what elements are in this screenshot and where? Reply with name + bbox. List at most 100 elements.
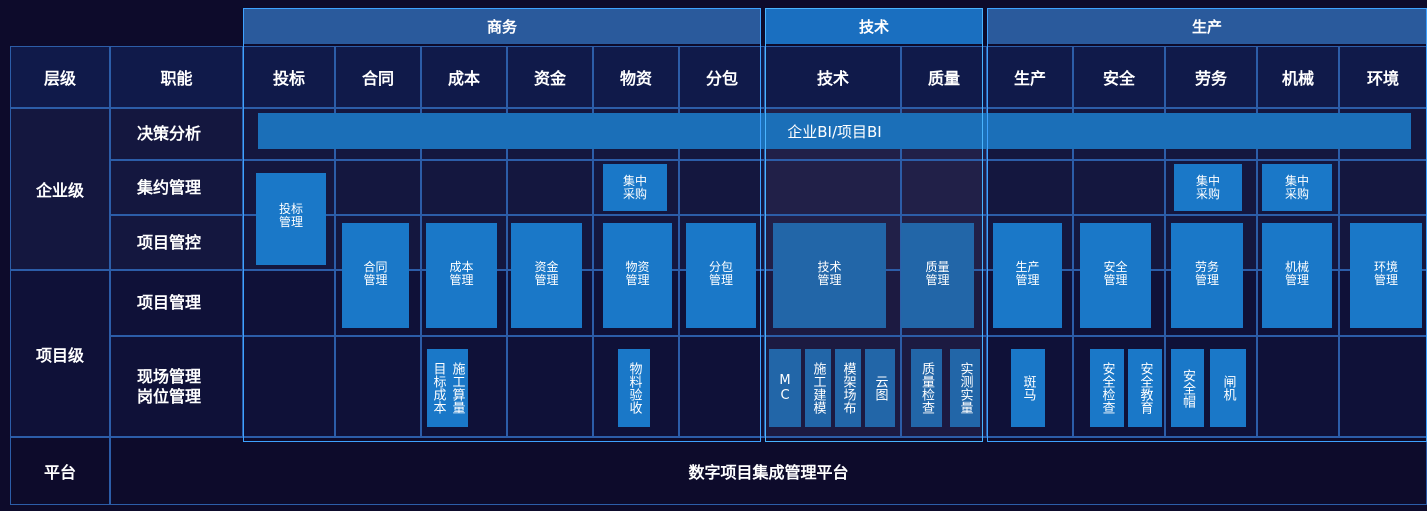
column-header-0: 投标: [272, 69, 305, 88]
func-label-4: 现场管理 岗位管理: [137, 366, 202, 406]
grid-cell: [1257, 160, 1339, 215]
mgmt-box-5[interactable]: 分包 管理: [686, 223, 756, 328]
header-func-cell: [110, 46, 243, 108]
mgmt-box-11[interactable]: 机械 管理: [1262, 223, 1332, 328]
grid-cell: [593, 336, 679, 437]
field-app-box-10[interactable]: 安全检查: [1090, 349, 1124, 427]
grid-cell: [1165, 336, 1257, 437]
field-app-box-4[interactable]: 施工建模: [805, 349, 831, 427]
column-header-8: 生产: [1013, 69, 1046, 88]
grid-cell: [593, 160, 679, 215]
column-header-2: 成本: [447, 69, 480, 88]
mgmt-box-12[interactable]: 环境 管理: [1350, 223, 1422, 328]
grid-cell: [1257, 336, 1339, 437]
grid-cell: [1073, 336, 1165, 437]
grid-cell: [421, 160, 507, 215]
grid-cell: [507, 336, 593, 437]
grid-cell: [1339, 336, 1427, 437]
func-cell-4: [110, 336, 243, 437]
header-level: 层级: [43, 69, 76, 88]
header-grid-cell: [1257, 46, 1339, 108]
level-enterprise: 企业级: [35, 181, 84, 200]
central-purchase-box-1[interactable]: 集中 采购: [1174, 164, 1242, 211]
field-app-box-1[interactable]: 施工算量: [446, 349, 468, 427]
level-cell-project: [10, 270, 110, 437]
field-app-box-7[interactable]: 质量检查: [911, 349, 942, 427]
field-app-box-3[interactable]: MC: [769, 349, 801, 427]
header-grid-cell: [593, 46, 679, 108]
grid-cell: [243, 270, 335, 336]
central-purchase-box-0[interactable]: 集中 采购: [603, 164, 667, 211]
group-header-2: 生产: [987, 8, 1427, 44]
mgmt-box-1[interactable]: 合同 管理: [342, 223, 409, 328]
grid-cell: [335, 160, 421, 215]
header-level-cell: [10, 46, 110, 108]
field-app-box-5[interactable]: 模架场布: [835, 349, 861, 427]
column-header-6: 技术: [816, 69, 849, 88]
mgmt-box-0[interactable]: 投标 管理: [256, 173, 326, 265]
column-header-5: 分包: [705, 69, 738, 88]
header-grid-cell: [679, 46, 765, 108]
column-header-9: 安全: [1102, 69, 1135, 88]
header-grid-cell: [1073, 46, 1165, 108]
func-label-1: 集约管理: [137, 177, 202, 197]
mgmt-box-6[interactable]: 技术 管理: [773, 223, 886, 328]
group-header-0: 商务: [243, 8, 761, 44]
grid-cell: [679, 160, 765, 215]
mgmt-box-9[interactable]: 安全 管理: [1080, 223, 1151, 328]
func-cell-0: [110, 108, 243, 160]
header-grid-cell: [243, 46, 335, 108]
mgmt-box-8[interactable]: 生产 管理: [993, 223, 1062, 328]
mgmt-box-4[interactable]: 物资 管理: [603, 223, 672, 328]
level-project: 项目级: [35, 345, 84, 365]
mgmt-box-2[interactable]: 成本 管理: [426, 223, 497, 328]
column-header-4: 物资: [619, 69, 652, 88]
grid-cell: [901, 160, 987, 215]
level-cell-enterprise: [10, 108, 110, 270]
field-app-box-2[interactable]: 物料验收: [618, 349, 650, 427]
column-header-3: 资金: [533, 69, 566, 88]
func-label-3: 项目管理: [137, 293, 202, 312]
field-app-box-13[interactable]: 闸机: [1210, 349, 1246, 427]
func-cell-2: [110, 215, 243, 270]
level-platform: 平台: [43, 463, 76, 482]
column-header-12: 环境: [1366, 69, 1399, 88]
grid-cell: [679, 336, 765, 437]
header-grid-cell: [421, 46, 507, 108]
field-app-box-6[interactable]: 云图: [865, 349, 895, 427]
func-label-2: 项目管控: [137, 232, 202, 252]
grid-cell: [243, 336, 335, 437]
group-header-1: 技术: [765, 8, 983, 44]
func-cell-3: [110, 270, 243, 336]
header-grid-cell: [765, 46, 901, 108]
field-app-box-0[interactable]: 目标成本: [427, 349, 449, 427]
header-grid-cell: [901, 46, 987, 108]
field-app-box-11[interactable]: 安全教育: [1128, 349, 1162, 427]
grid-cell: [507, 160, 593, 215]
header-grid-cell: [1165, 46, 1257, 108]
level-cell-platform: [10, 437, 110, 505]
header-grid-cell: [335, 46, 421, 108]
column-header-10: 劳务: [1194, 69, 1227, 88]
central-purchase-box-2[interactable]: 集中 采购: [1262, 164, 1332, 211]
func-cell-1: [110, 160, 243, 215]
field-app-box-9[interactable]: 斑马: [1011, 349, 1045, 427]
field-app-box-8[interactable]: 实测实量: [950, 349, 980, 427]
grid-cell: [901, 336, 987, 437]
func-label-0: 决策分析: [137, 124, 202, 143]
header-grid-cell: [507, 46, 593, 108]
field-app-box-12[interactable]: 安全帽: [1171, 349, 1204, 427]
column-header-7: 质量: [927, 69, 960, 88]
header-function: 职能: [160, 69, 193, 88]
grid-cell: [421, 336, 507, 437]
grid-cell: [1165, 160, 1257, 215]
grid-cell: [987, 160, 1073, 215]
mgmt-box-10[interactable]: 劳务 管理: [1171, 223, 1243, 328]
mgmt-box-3[interactable]: 资金 管理: [511, 223, 582, 328]
column-header-11: 机械: [1281, 69, 1314, 88]
grid-cell: [765, 160, 901, 215]
header-grid-cell: [987, 46, 1073, 108]
platform-label: 数字项目集成管理平台: [688, 463, 849, 482]
mgmt-box-7[interactable]: 质量 管理: [901, 223, 974, 328]
